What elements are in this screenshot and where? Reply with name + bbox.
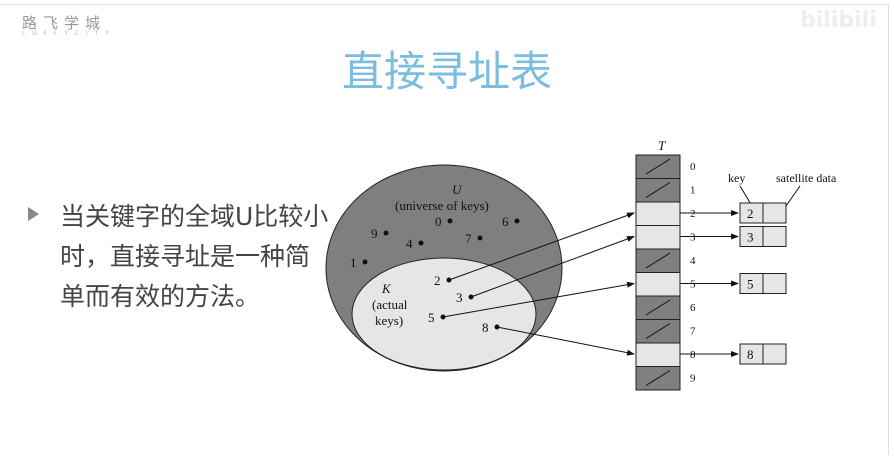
inner-key: 5 (428, 310, 435, 325)
actual-keys-ellipse (351, 257, 537, 371)
slide-title: 直接寻址表 (341, 47, 552, 96)
record-key: 3 (747, 230, 754, 245)
table-slot (635, 272, 681, 297)
slot-index: 6 (690, 302, 696, 314)
nil-slash (645, 158, 671, 175)
table-label: T (658, 138, 666, 153)
inner-key: 8 (482, 320, 489, 335)
slot-index: 8 (690, 349, 696, 361)
slide-frame (0, 4, 889, 455)
mapping-arrow (470, 236, 635, 298)
record-data-cell (762, 202, 787, 224)
slot-index: 3 (690, 232, 696, 244)
record-data-cell (762, 343, 787, 365)
table-slot (635, 225, 681, 250)
record-key: 5 (747, 277, 754, 292)
outer-key: 6 (502, 214, 509, 229)
mapping-arrow (442, 281, 635, 318)
key-dot (514, 218, 520, 224)
universe-sub: (universe of keys) (395, 198, 489, 213)
slot-index: 7 (690, 326, 696, 338)
inner-key: 3 (456, 290, 463, 305)
slot-index: 9 (690, 373, 696, 385)
key-dot (477, 235, 483, 241)
nil-slash (645, 299, 671, 316)
outer-key: 9 (371, 226, 378, 241)
bullet-icon (28, 207, 39, 221)
inner-key: 2 (434, 273, 441, 288)
record-key: 2 (747, 206, 754, 221)
nil-slash (645, 252, 671, 269)
record-key: 8 (747, 347, 754, 362)
outer-key: 4 (406, 236, 413, 251)
slot-index: 4 (690, 255, 696, 267)
key-header: key (728, 171, 745, 185)
nil-slash (645, 323, 671, 339)
satellite-header: satellite data (776, 171, 837, 185)
outer-key: 7 (465, 231, 472, 246)
key-dot (383, 230, 389, 236)
key-dot (447, 218, 453, 224)
mapping-arrow (448, 212, 635, 281)
actual-sub2: keys) (375, 313, 403, 328)
logo: 路飞学城 (22, 14, 107, 32)
watermark: bilibili (800, 8, 877, 33)
table-slot (635, 201, 681, 226)
key-dot (362, 259, 368, 265)
mapping-arrow (496, 326, 635, 356)
record-data-cell (762, 273, 787, 294)
slot-index: 2 (690, 208, 696, 220)
record-data-cell (762, 226, 787, 247)
outer-key: 0 (435, 214, 442, 229)
slot-index: 0 (690, 161, 696, 173)
nil-slash (645, 370, 671, 386)
slot-index: 1 (690, 185, 696, 197)
slot-index: 5 (690, 279, 696, 291)
table-slot (635, 342, 681, 367)
outer-key: 1 (350, 255, 357, 270)
universe-label: U (452, 182, 463, 197)
bullet-text: 当关键字的全域U比较小时，直接寻址是一种简单而有效的方法。 (60, 202, 329, 311)
actual-sub1: (actual (372, 297, 408, 312)
key-dot (418, 240, 424, 246)
nil-slash (645, 182, 671, 198)
actual-label: K (381, 281, 392, 296)
logo-subtitle: LUFFYCITY (22, 30, 116, 37)
